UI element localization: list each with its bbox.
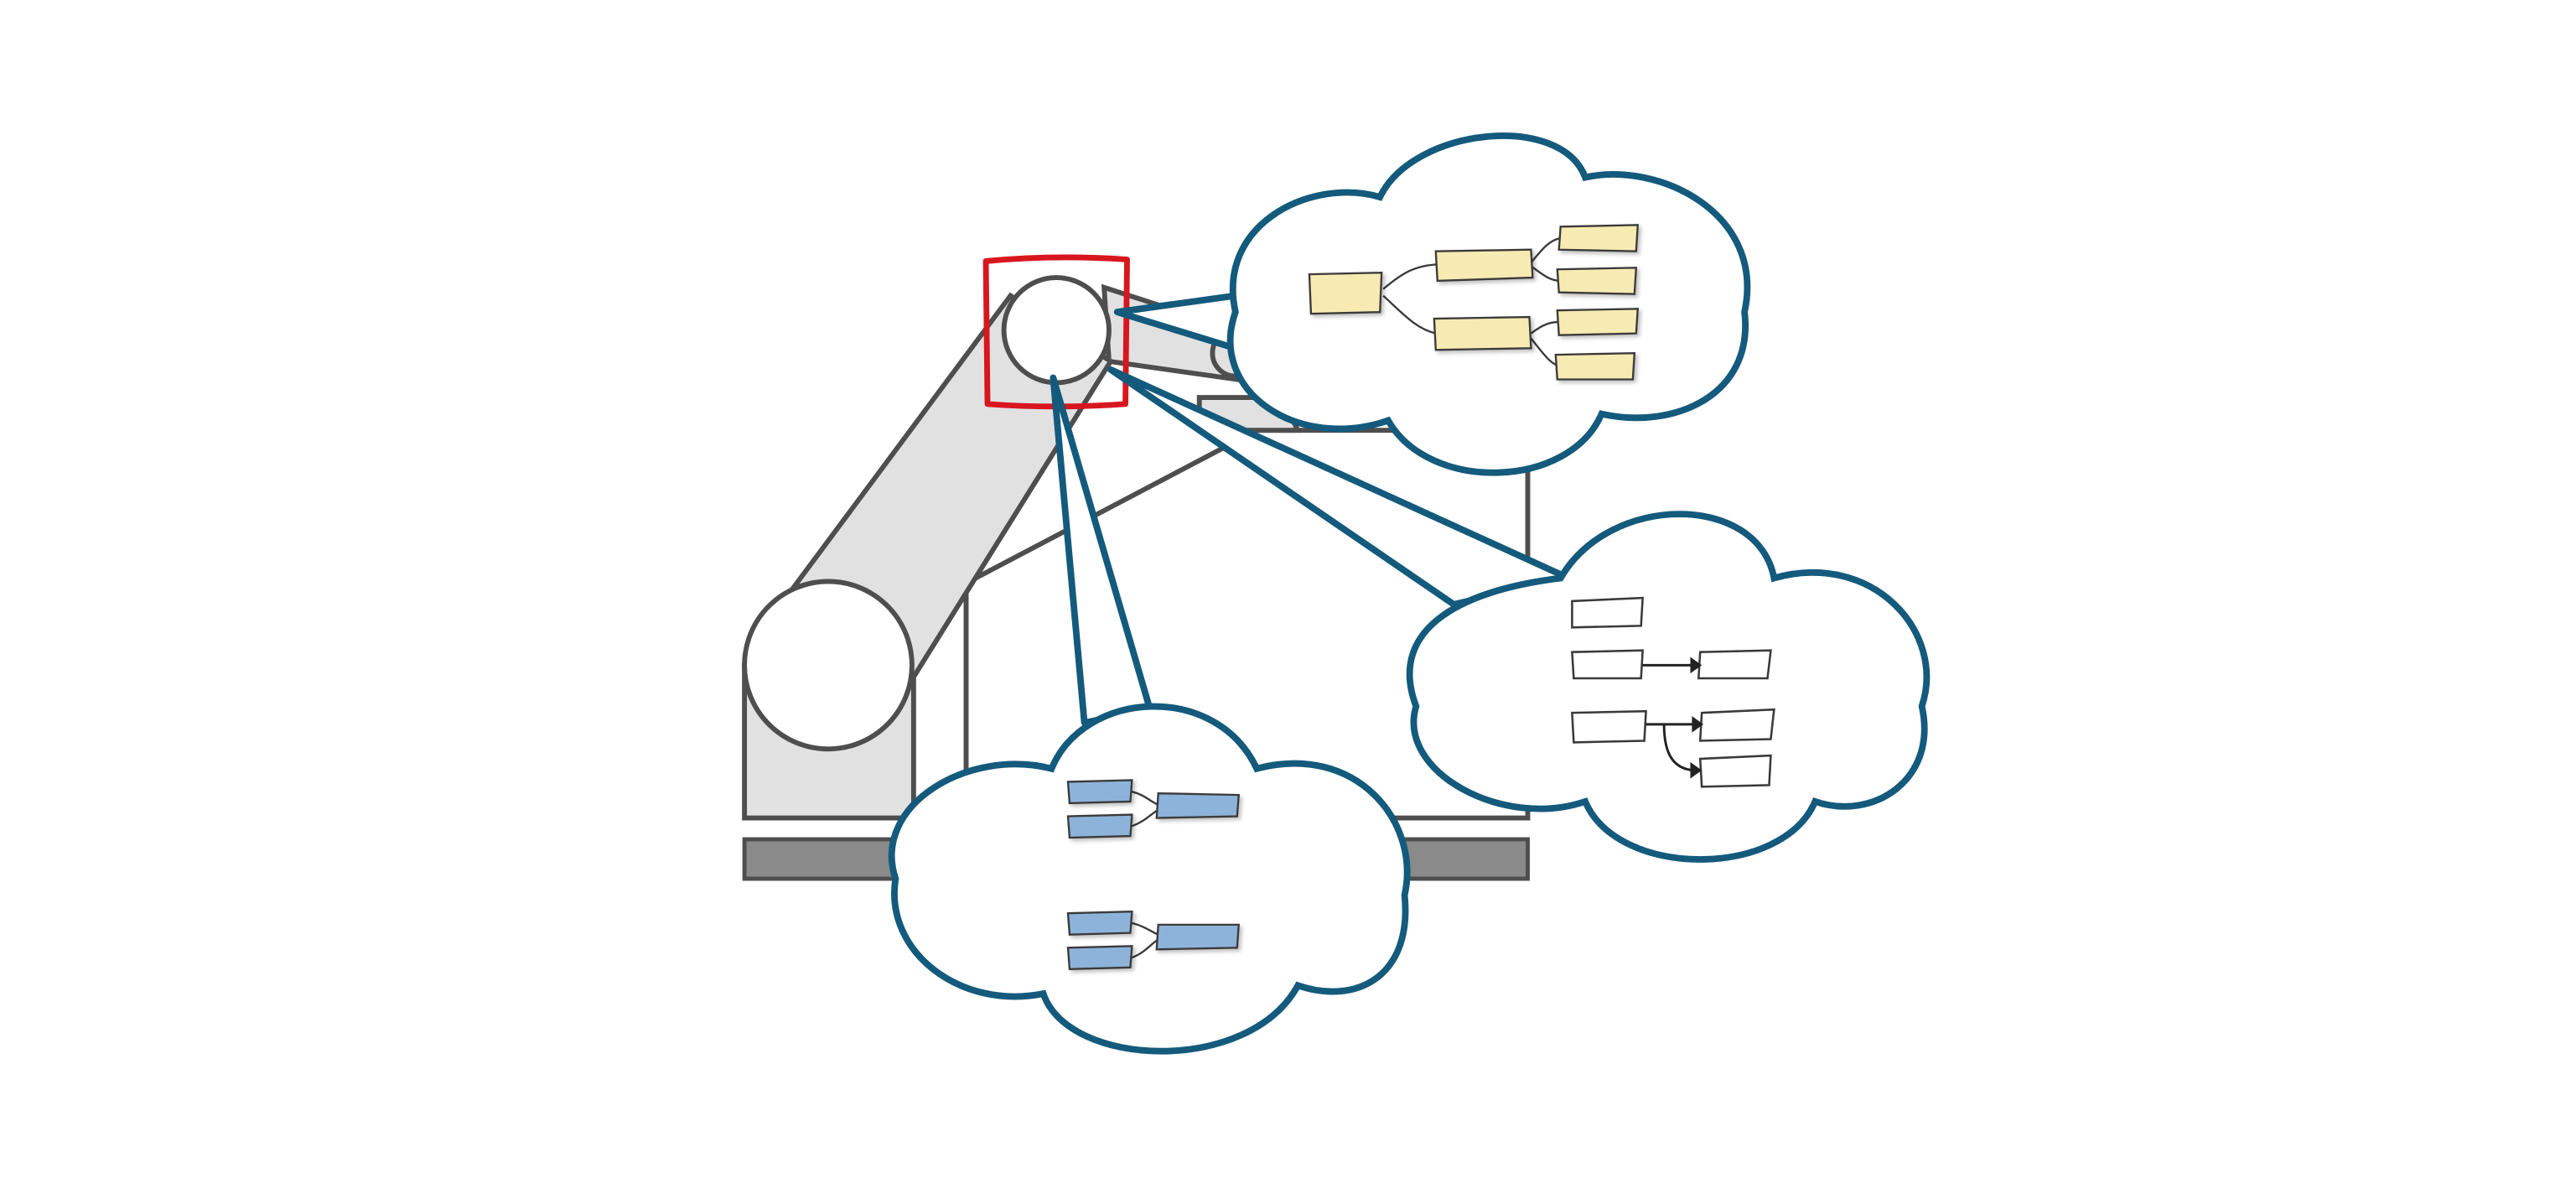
flow-node-5 [1698,708,1775,742]
flow-cloud [1406,511,1931,863]
flow-node-4 [1571,709,1647,744]
tail-bottom-cloud [1050,374,1153,726]
callout-clouds [888,132,1931,1055]
flow-node-2 [1571,649,1644,680]
highlight-box [982,254,1130,410]
yellow-leaf-node-3 [1556,308,1640,336]
yellow-tree [1308,224,1640,381]
flow-arrowheads [1690,657,1704,779]
yellow-tree-cloud [1226,132,1751,476]
yellow-leaf-node-2 [1556,267,1638,295]
blue-node-4 [1066,910,1133,936]
yellow-mid-node-1 [1434,248,1534,283]
blue-pairs [1066,779,1241,970]
elbow-joint [1001,275,1112,386]
flow-node-1 [1571,596,1644,629]
blue-node-3 [1155,792,1241,819]
base-joint [742,579,915,752]
robot-arm [742,275,1531,881]
callout-tails [1050,292,1573,726]
blue-node-1 [1066,779,1133,805]
blue-node-2 [1066,813,1133,839]
blue-pairs-cloud [888,703,1411,1055]
flow-node-6 [1698,754,1772,788]
flow-diagram [1571,596,1775,788]
yellow-root-node [1308,271,1383,315]
blue-node-6 [1155,923,1240,951]
blue-node-5 [1066,945,1133,970]
flow-node-3 [1697,649,1772,680]
yellow-leaf-node-1 [1558,224,1639,252]
yellow-leaf-node-4 [1554,351,1636,381]
yellow-mid-node-2 [1433,315,1532,351]
